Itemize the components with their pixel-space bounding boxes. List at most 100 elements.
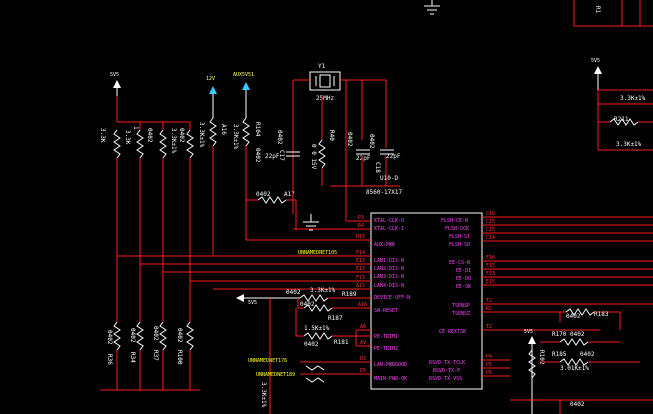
r37-pkg: 0402	[152, 326, 159, 341]
r189-pkg: 0402	[286, 289, 301, 296]
crystal-freq-label: 25MHz	[316, 95, 334, 102]
r3-value-label: 3.3K±1%	[170, 128, 177, 154]
c17-pkg: 0402	[276, 130, 283, 145]
capacitor-c18	[380, 149, 394, 155]
r100-pkg: 0402	[176, 328, 183, 343]
c18-pkg: 0402	[368, 134, 375, 149]
c17-ref: C17	[278, 150, 285, 161]
c-right-value: 22pF	[356, 155, 371, 162]
r185-label: R185	[552, 351, 567, 358]
transistor-symbols	[305, 365, 325, 383]
pin-name-r11: RSVD-TX-TCLK	[429, 360, 465, 366]
r104-label: R104	[254, 122, 261, 137]
r-a16-label: A16	[220, 124, 227, 135]
pin-name-r3: FLSH-SO	[449, 242, 470, 248]
r-12v-value: 3.3K±1%	[198, 122, 205, 148]
capacitor-c-right	[356, 149, 370, 155]
pin-name-l2: AUX-PWR	[374, 242, 396, 248]
r-right-top-value: 3.3K±1%	[620, 95, 646, 102]
pin-num-l8: A16	[358, 302, 367, 308]
r181-value: 1.5K±1%	[304, 325, 330, 332]
a17-ref-label: A17	[284, 191, 295, 198]
r104-pkg: 0402	[254, 148, 261, 163]
pin-num-r0: C16	[486, 211, 495, 217]
pin-num-l7: A15	[356, 283, 365, 289]
pin-num-l6: F13	[356, 275, 365, 281]
ic-ref-label: U10-D	[380, 175, 398, 182]
crystal-ref-label: Y1	[318, 63, 326, 70]
pin-name-l11: LAN-PWRGOOD	[374, 362, 407, 368]
r-pkg-label-2: 0402	[178, 128, 185, 143]
pin-name-l12: MAIN-PWR-OK	[374, 376, 407, 382]
r-bottom-value: 3.3K±1%	[260, 382, 267, 408]
resistor-top-right: R1	[573, 0, 653, 27]
r1-value-label: 3.3K	[99, 128, 106, 143]
r100-ref: R100	[176, 350, 183, 365]
pin-num-l4: E13	[356, 258, 365, 264]
power-label-12v: 12V	[206, 76, 215, 82]
pin-name-r7: EE-SK	[456, 284, 471, 290]
power-5v5-mid	[236, 294, 300, 302]
pulldown-resistors	[113, 321, 194, 351]
capacitor-c17	[286, 151, 300, 157]
r185-value: 3.01K±1%	[560, 365, 589, 372]
crystal-y1	[309, 71, 341, 91]
ground-symbol-top	[424, 0, 440, 15]
pin-name-r6: EE-DO	[456, 276, 471, 282]
power-label-5v5-right-mid: 5V5	[524, 329, 533, 335]
r34-pkg: 0402	[129, 328, 136, 343]
c17-value: 22pF	[265, 153, 280, 160]
r170-label: R170	[552, 331, 567, 338]
power-5v5-left	[113, 80, 121, 96]
pin-name-r8: TSENSP	[452, 303, 470, 309]
pin-num-r3: C14	[486, 235, 495, 241]
power-12v	[209, 86, 217, 118]
ic-part-label: 8560-17X17	[366, 189, 403, 196]
pin-num-l1: R4	[358, 223, 364, 229]
r189-ref: R189	[342, 291, 357, 298]
pin-name-r9: TSENSZ	[452, 311, 470, 317]
c18-value: 22pF	[386, 153, 401, 160]
pin-name-l7: DEVICE-OFF-N	[374, 295, 410, 301]
pin-num-r2: C15	[486, 227, 495, 233]
pin-num-r9: R2	[486, 306, 492, 312]
pin-num-r11: P4	[486, 354, 492, 360]
r181-pkg: 0402	[304, 341, 319, 348]
pin-name-r4: EE-CS-N	[449, 260, 470, 266]
ic-u10-box	[370, 212, 483, 390]
r211-label: R211	[614, 116, 629, 123]
power-label-aux: AUX5V51	[233, 72, 254, 78]
net-label-105: UNNAMEDNET105	[298, 250, 337, 256]
net-label-189: UNNAMEDNET189	[256, 372, 295, 378]
power-label-5v5-mid: 5V5	[248, 300, 257, 306]
power-5v5-right-top	[594, 66, 602, 90]
r2-value-label: 3.3K	[124, 130, 131, 145]
pin-num-l0: P3	[358, 215, 364, 221]
pin-num-r8: T2	[486, 298, 492, 304]
pin-name-l6: LAN4-DIS-N	[374, 283, 404, 289]
pin-num-l9: A8	[360, 324, 366, 330]
pin-num-l3: F14	[356, 250, 365, 256]
r187-pkg: 0402	[300, 301, 315, 308]
pullup-resistors	[113, 129, 194, 159]
r189-value: 3.3K±1%	[310, 287, 336, 294]
pin-name-l10: PE-TRIM2	[374, 346, 398, 352]
r40-value: 0 0 15V	[310, 144, 317, 170]
pin-name-l3: LAN1-DIS-N	[374, 258, 404, 264]
pin-name-l0: XTAL-CLK-O	[374, 218, 404, 224]
ground-symbol-mid	[303, 214, 319, 231]
pin-name-l8: SW-RESET	[374, 308, 398, 314]
pin-num-r7: E15	[486, 279, 495, 285]
pin-name-l5: LAN3-DIS-N	[374, 274, 404, 280]
r-a-label: 1	[132, 126, 139, 130]
power-label-5v5-left: 5V5	[110, 72, 119, 78]
r34-ref: R34	[129, 352, 136, 363]
pin-num-l10: A9	[360, 340, 366, 346]
r-aux-value: 3.3K±1%	[232, 124, 239, 150]
c-right-pkg: 0402	[346, 132, 353, 147]
c18-ref: C18	[374, 162, 381, 173]
r37-ref: R37	[152, 350, 159, 361]
pin-name-r0: FLSH-CE-N	[441, 218, 468, 224]
pin-name-l4: LAN2-DIS-N	[374, 266, 404, 272]
r102-label: R102	[538, 350, 545, 365]
